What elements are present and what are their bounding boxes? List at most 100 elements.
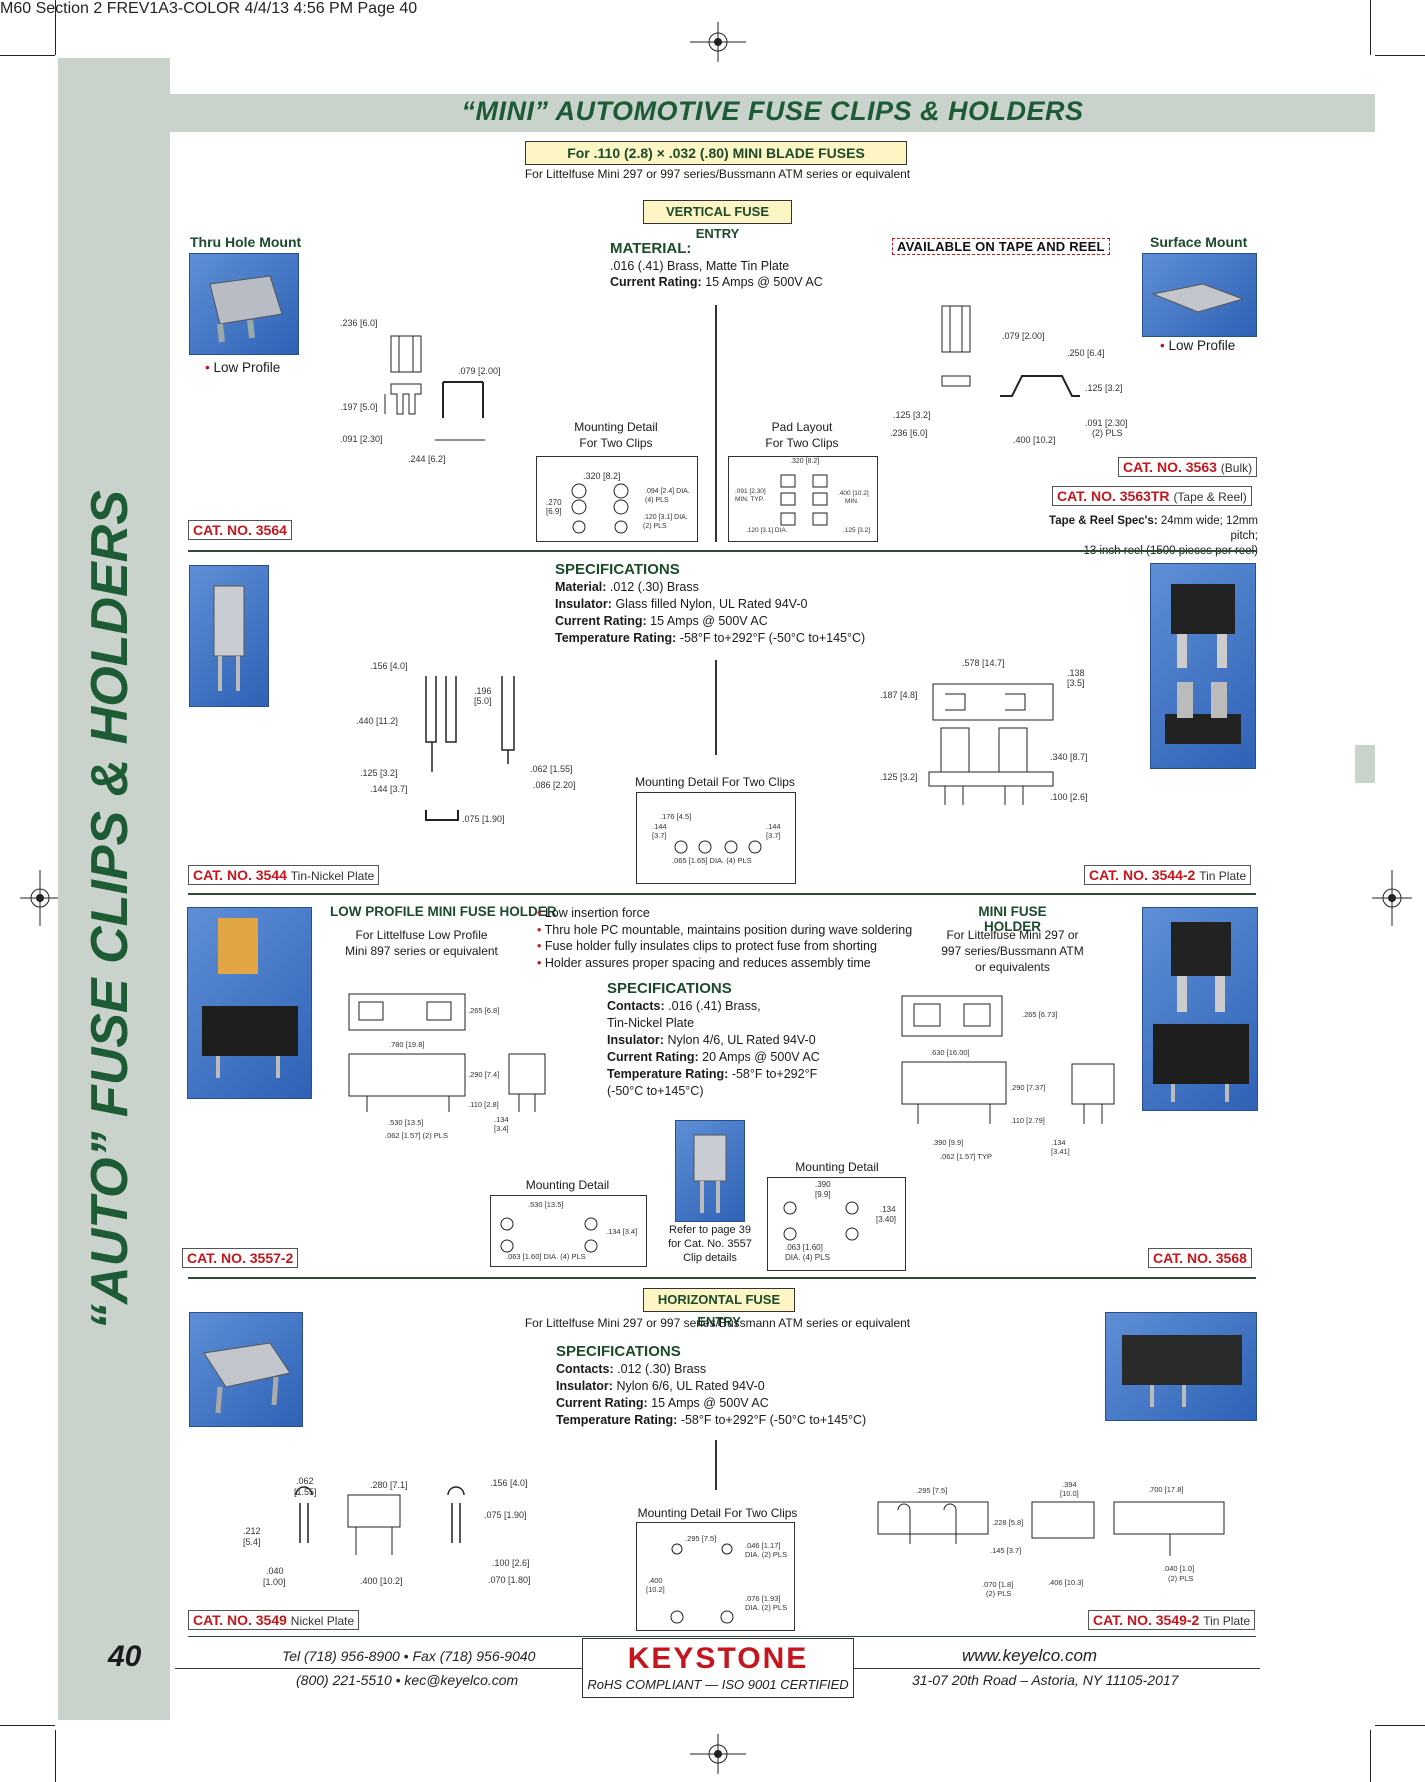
dim-label: .176 [4.5]: [660, 812, 692, 821]
mounting-detail-title: Mounting Detail For Two Clips: [635, 775, 795, 789]
spec-heading: SPECIFICATIONS: [607, 980, 732, 997]
dim-label: .145 [3.7]: [990, 1546, 1022, 1555]
dim-label: .110 [2.8]: [468, 1100, 499, 1109]
dim-label: .320 [8.2]: [583, 471, 621, 481]
dim-label: .094 [2.4] DIA.: [645, 488, 690, 495]
crop-mark: [1375, 1725, 1425, 1726]
dim-label: .400 [10.2]: [1013, 435, 1056, 445]
spec-line: (-50°C to+145°C): [607, 1084, 704, 1098]
section-divider: [188, 1277, 1256, 1279]
mounting-detail-title: Mounting Detail For Two Clips: [637, 1506, 798, 1520]
mounting-detail-title: Mounting Detail: [574, 420, 658, 434]
dim-label: .062 [1.55]: [530, 764, 573, 774]
feature-list: Low insertion force Thru hole PC mountab…: [537, 905, 917, 971]
mini-holder-photo: [1142, 907, 1258, 1111]
dim-label: .125 [3.2]: [1085, 383, 1123, 393]
registration-mark-icon: [20, 870, 60, 926]
mounting-detail-box: [490, 1195, 647, 1267]
dim-label: .290 [7.4]: [468, 1070, 500, 1079]
dim-label: .406 [10.3]: [1048, 1578, 1084, 1587]
dim-label: (4) PLS: [645, 497, 669, 504]
tape-reel-spec: Tape & Reel Spec's: 24mm wide; 12mm pitc…: [1049, 515, 1258, 557]
footer-website[interactable]: www.keyelco.com: [962, 1646, 1098, 1665]
spec-heading: SPECIFICATIONS: [556, 1343, 681, 1360]
dim-label: .400 [10.2]: [838, 490, 869, 497]
cat-number-badge: CAT. NO. 3549 Nickel Plate: [188, 1610, 360, 1630]
dim-label: .212: [243, 1526, 261, 1536]
dim-label: .390: [815, 1180, 831, 1189]
dim-label: .134: [494, 1115, 509, 1124]
dim-label: .120 [3.1] DIA.: [643, 514, 688, 521]
dim-label: .440 [11.2]: [356, 716, 398, 726]
dim-label: [5.0]: [474, 696, 492, 706]
dim-label: .125 [3.2]: [880, 772, 918, 782]
clip-3557-photo: [675, 1120, 745, 1222]
mounting-detail-box: [767, 1177, 906, 1271]
dim-label: .236 [6.0]: [890, 428, 928, 438]
mini-holder-sub: For Littelfuse Mini 297 or: [946, 928, 1079, 942]
dim-label: .197 [5.0]: [340, 402, 378, 412]
mini-holder-sub: or equivalents: [975, 960, 1050, 974]
dim-label: .110 [2.79]: [1010, 1116, 1045, 1125]
cat-number-badge: CAT. NO. 3568: [1148, 1248, 1252, 1268]
dim-label: .630 [16.00]: [930, 1048, 970, 1057]
section-tab: [1355, 745, 1375, 783]
logo-certifications: RoHS COMPLIANT — ISO 9001 CERTIFIED: [587, 1677, 849, 1692]
dim-label: .290 [7.37]: [1010, 1083, 1046, 1092]
dim-label: MIN.: [845, 498, 859, 505]
material-heading: MATERIAL:: [610, 240, 692, 257]
cat-number-badge: CAT. NO. 3563 (Bulk): [1118, 457, 1258, 477]
holder-3544-2-dimension-drawing: [928, 683, 1054, 805]
dim-label: [9.9]: [815, 1190, 831, 1199]
spec-line: Current Rating: 15 Amps @ 500V AC: [555, 614, 768, 628]
dim-label: .244 [6.2]: [408, 454, 446, 464]
lp-holder-sub: Mini 897 series or equivalent: [345, 944, 498, 958]
mini-holder-sub: 997 series/Bussmann ATM: [941, 944, 1084, 958]
page-title: “MINI” AUTOMOTIVE FUSE CLIPS & HOLDERS: [461, 96, 1084, 126]
section-divider: [188, 1636, 1256, 1637]
dim-label: .340 [8.7]: [1050, 752, 1088, 762]
crop-mark: [0, 1725, 55, 1726]
mounting-detail-title: Mounting Detail: [525, 1178, 610, 1192]
tape-reel-badge: AVAILABLE ON TAPE AND REEL: [892, 238, 1110, 255]
surface-mount-clip-photo: [1142, 253, 1257, 337]
cat-number-badge: CAT. NO. 3544-2 Tin Plate: [1084, 865, 1252, 885]
cat-number-badge: CAT. NO. 3557-2: [182, 1248, 299, 1268]
dim-label: .125 [3.2]: [360, 768, 398, 778]
dim-label: .265 [6.8]: [468, 1006, 500, 1015]
spec-line: Insulator: Glass filled Nylon, UL Rated …: [555, 597, 808, 611]
dim-label: [6.9]: [546, 507, 562, 516]
dim-label: .091 [2.30]: [1085, 418, 1128, 428]
dim-label: .086 [2.20]: [533, 780, 576, 790]
column-divider: [715, 305, 717, 542]
mini-holder-heading: MINI FUSE HOLDER: [978, 904, 1047, 934]
registration-mark-icon: [690, 22, 746, 62]
dim-label: .156 [4.0]: [370, 661, 408, 671]
fuse-holder-3544-2-photo: [1150, 563, 1256, 769]
dim-label: .138: [1067, 668, 1085, 678]
dim-label: [3.7]: [652, 831, 667, 840]
dim-label: .144: [652, 822, 667, 831]
dim-label: .134 [3.4]: [606, 1227, 638, 1236]
spec-line: Contacts: .016 (.41) Brass,: [607, 999, 761, 1013]
clip-3544-dimension-drawing: [425, 676, 515, 821]
surface-mount-heading: Surface Mount: [1150, 234, 1248, 250]
side-title: “AUTO” FUSE CLIPS & HOLDERS: [81, 490, 139, 1330]
dim-label: .125 [3.2]: [893, 410, 931, 420]
dim-label: MIN. TYP.: [735, 496, 765, 503]
feature-item: Low insertion force: [537, 905, 917, 922]
spec-line: Current Rating: 15 Amps @ 500V AC: [556, 1396, 769, 1410]
column-divider: [715, 1440, 717, 1490]
lp-holder-sub: For Littelfuse Low Profile: [355, 928, 488, 942]
dim-label: .091 [2.30]: [340, 434, 383, 444]
cat-number-badge: CAT. NO. 3564: [188, 520, 292, 540]
dim-label: .134: [1051, 1138, 1066, 1147]
footer-address: 31-07 20th Road – Astoria, NY 11105-2017: [912, 1672, 1179, 1688]
dim-label: [10.0]: [1060, 1489, 1079, 1498]
dim-label: [3.4]: [494, 1124, 509, 1133]
keystone-logo: KEYSTONE RoHS COMPLIANT — ISO 9001 CERTI…: [582, 1638, 854, 1698]
dim-label: .091 [2.30]: [735, 488, 766, 495]
crop-mark: [55, 0, 56, 55]
dim-label: [3.41]: [1051, 1147, 1070, 1156]
dim-label: .063 [1.60]: [785, 1243, 823, 1252]
